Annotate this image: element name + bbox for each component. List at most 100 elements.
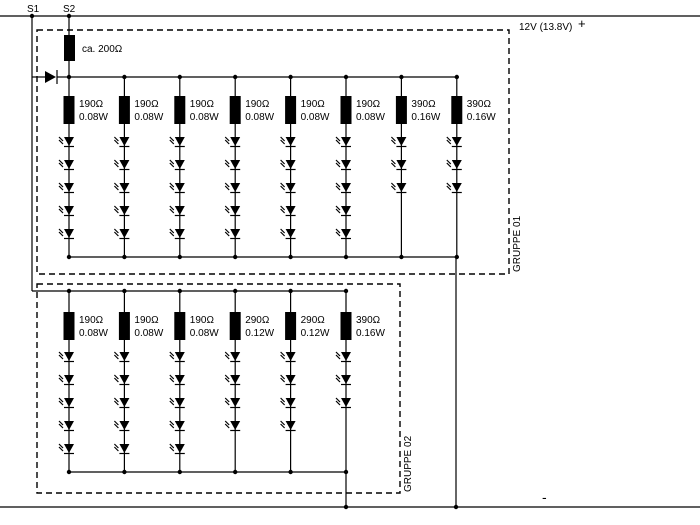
string-resistor [63,312,75,340]
string-resistor [118,96,130,124]
light-emission-icon [390,182,396,191]
light-emission-icon [224,420,230,429]
string-resistor [340,312,352,340]
group-01-label: GRUPPE 01 [512,215,523,272]
light-emission-icon [58,182,64,191]
led-icon [341,229,351,238]
led-icon [119,352,130,361]
led-icon [174,352,185,361]
resistor-watt-label: 0.16W [356,328,385,339]
led-icon [64,183,74,192]
led-groups: 190Ω0.08W190Ω0.08W190Ω0.08W190Ω0.08W190Ω… [58,74,496,510]
light-emission-icon [113,205,119,214]
resistor-watt-label: 0.12W [301,328,330,339]
light-emission-icon [446,136,452,145]
group-02-outline [36,283,401,494]
led-icon [285,398,296,407]
s2-junction [66,13,72,19]
series-resistor [64,35,75,61]
led-icon [230,137,241,146]
resistor-ohm-label: 190Ω [134,99,159,110]
return-junction [453,504,459,510]
led-icon [119,444,130,453]
light-emission-icon [169,351,175,360]
led-icon [451,160,462,169]
resistor-watt-label: 0.08W [134,328,163,339]
led-icon [119,137,130,146]
led-icon [341,352,351,361]
led-icon [64,137,74,146]
light-emission-icon [224,228,230,237]
series-resistor-label: ca. 200Ω [82,44,123,55]
light-emission-icon [113,136,119,145]
resistor-watt-label: 0.08W [134,112,163,123]
led-icon [230,352,241,361]
led-icon [174,137,185,146]
resistor-ohm-label: 190Ω [245,99,270,110]
s1-junction [29,13,35,19]
led-icon [174,421,185,430]
led-icon [396,160,407,169]
string-resistor [285,312,297,340]
supply-voltage-label: 12V (13.8V) [519,22,572,33]
led-icon [285,375,296,384]
led-icon [230,375,241,384]
light-emission-icon [335,159,341,168]
string-resistor [451,96,463,124]
light-emission-icon [169,374,175,383]
led-icon [230,160,241,169]
led-string: 390Ω 0.16W [335,288,385,475]
light-emission-icon [335,397,341,406]
led-icon [230,398,241,407]
light-emission-icon [58,420,64,429]
resistor-ohm-label: 190Ω [190,99,215,110]
light-emission-icon [113,228,119,237]
light-emission-icon [224,397,230,406]
resistor-ohm-label: 390Ω [356,315,381,326]
light-emission-icon [446,159,452,168]
light-emission-icon [280,205,286,214]
light-emission-icon [280,351,286,360]
light-emission-icon [280,374,286,383]
string-resistor [118,312,130,340]
led-icon [174,160,185,169]
resistor-watt-label: 0.08W [79,328,108,339]
supply-wiring [0,15,700,508]
led-icon [396,137,407,146]
light-emission-icon [280,182,286,191]
led-icon [174,206,185,215]
led-icon [230,421,241,430]
led-icon [285,183,296,192]
light-emission-icon [58,136,64,145]
led-icon [174,398,185,407]
light-emission-icon [58,397,64,406]
led-icon [119,398,130,407]
led-icon [174,183,185,192]
return-junction [343,504,349,510]
light-emission-icon [113,374,119,383]
light-emission-icon [280,136,286,145]
light-emission-icon [169,420,175,429]
led-icon [341,137,351,146]
diode-icon [45,70,69,84]
group-1-strings: 190Ω0.08W190Ω0.08W190Ω0.08W190Ω0.08W190Ω… [58,74,496,510]
resistor-ohm-label: 190Ω [356,99,381,110]
light-emission-icon [169,159,175,168]
led-icon [451,183,462,192]
light-emission-icon [169,228,175,237]
resistor-watt-label: 0.16W [467,112,496,123]
led-icon [119,183,130,192]
light-emission-icon [335,374,341,383]
string-resistor [63,96,75,124]
resistor-ohm-label: 190Ω [79,99,104,110]
light-emission-icon [446,182,452,191]
light-emission-icon [335,228,341,237]
resistor-ohm-label: 190Ω [301,99,326,110]
